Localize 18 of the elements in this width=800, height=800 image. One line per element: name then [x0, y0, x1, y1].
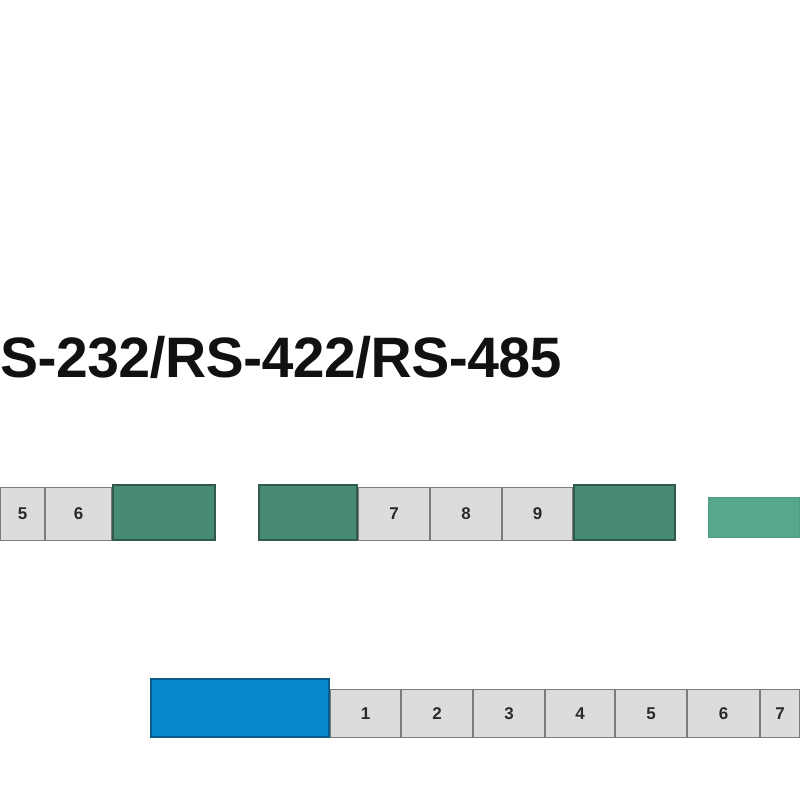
pin-number-block: 9	[502, 487, 573, 541]
pin-number-block: 6	[687, 689, 760, 738]
pin-number-block: 5	[615, 689, 687, 738]
title: S-232/RS-422/RS-485	[0, 330, 561, 387]
pin-number-block: 1	[330, 689, 401, 738]
pin-number-block: 3	[473, 689, 545, 738]
pin-number-block: 4	[545, 689, 615, 738]
pin-number-block: 7	[358, 487, 430, 541]
connector-block	[150, 678, 330, 738]
connector-block	[573, 484, 676, 541]
connector-block	[112, 484, 216, 541]
pin-number-block: 6	[45, 487, 112, 541]
connector-block	[258, 484, 358, 541]
pin-number-block: 8	[430, 487, 502, 541]
pin-number-block: 7	[760, 689, 800, 738]
pin-number-block: 5	[0, 487, 45, 541]
pin-number-block: 2	[401, 689, 473, 738]
connector-block	[708, 497, 800, 538]
